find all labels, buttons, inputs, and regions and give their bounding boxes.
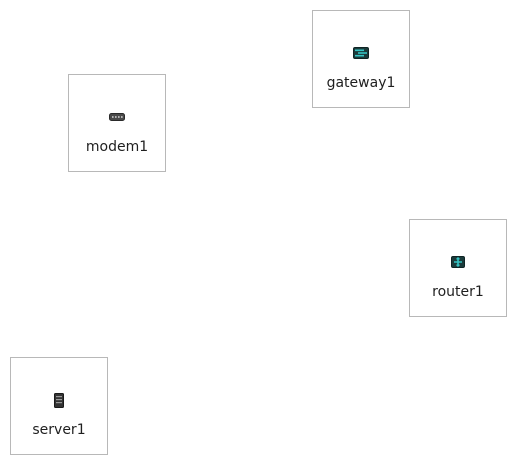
server-icon: [50, 391, 68, 409]
modem-icon: [108, 108, 126, 126]
node-router1[interactable]: router1: [409, 219, 507, 317]
node-label: router1: [432, 284, 484, 300]
node-modem1[interactable]: modem1: [68, 74, 166, 172]
node-server1[interactable]: server1: [10, 357, 108, 455]
node-gateway1[interactable]: gateway1: [312, 10, 410, 108]
router-icon: [449, 253, 467, 271]
node-label: server1: [32, 422, 86, 438]
node-label: gateway1: [326, 75, 396, 91]
node-label: modem1: [85, 139, 149, 155]
gateway-icon: [352, 44, 370, 62]
